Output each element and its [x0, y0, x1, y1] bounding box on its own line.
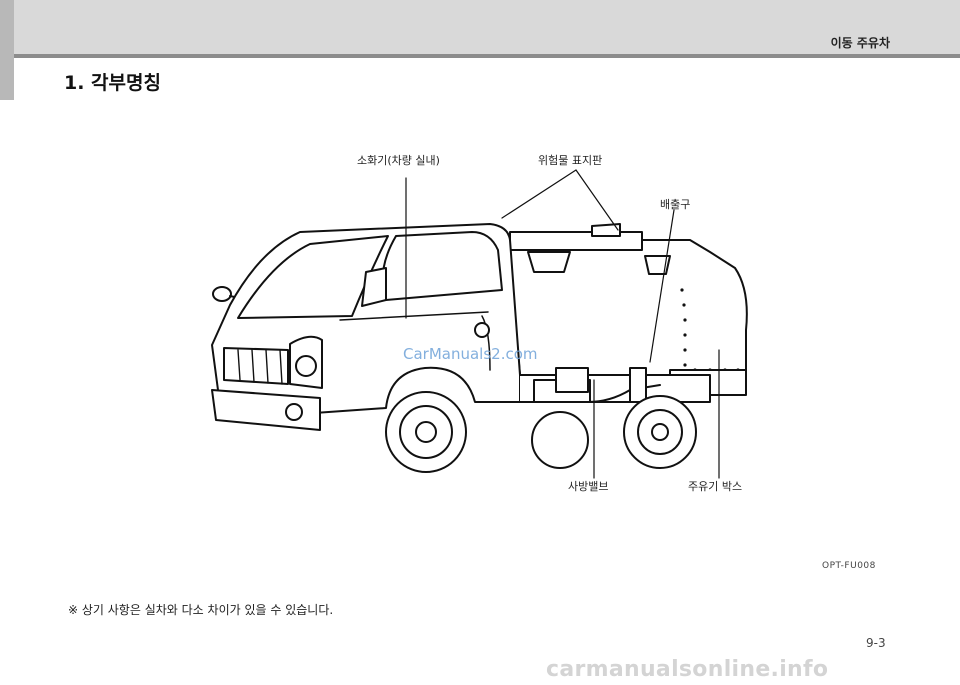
disclaimer-note: ※ 상기 사항은 실차와 다소 차이가 있을 수 있습니다.: [68, 603, 334, 617]
overlay-watermark: CarManuals2.com: [403, 345, 538, 363]
section-title: 1. 각부명칭: [64, 72, 161, 94]
side-mirror-icon: [212, 286, 232, 302]
fuel-tank-shape: [507, 239, 748, 376]
page-number: 9-3: [866, 636, 886, 650]
tanker-truck-figure: [190, 140, 790, 510]
callout-outlet: 배출구: [660, 198, 691, 211]
callout-fire-extinguisher: 소화기(차량 실내): [357, 154, 440, 167]
chapter-title: 이동 주유차: [830, 36, 890, 50]
callout-fuel-dispenser-box: 주유기 박스: [688, 480, 743, 493]
callout-four-way-valve: 사방밸브: [568, 480, 609, 493]
header-rule: [14, 54, 960, 58]
fuel-tanker-truck-icon: [211, 169, 748, 479]
callout-hazard-sign: 위험물 표지판: [538, 154, 603, 167]
footer-band: [0, 652, 960, 685]
site-watermark: carmanualsonline.info: [546, 657, 829, 682]
side-tab: [0, 0, 14, 100]
header-band: [14, 0, 960, 54]
figure-code: OPT-FU008: [822, 561, 876, 571]
